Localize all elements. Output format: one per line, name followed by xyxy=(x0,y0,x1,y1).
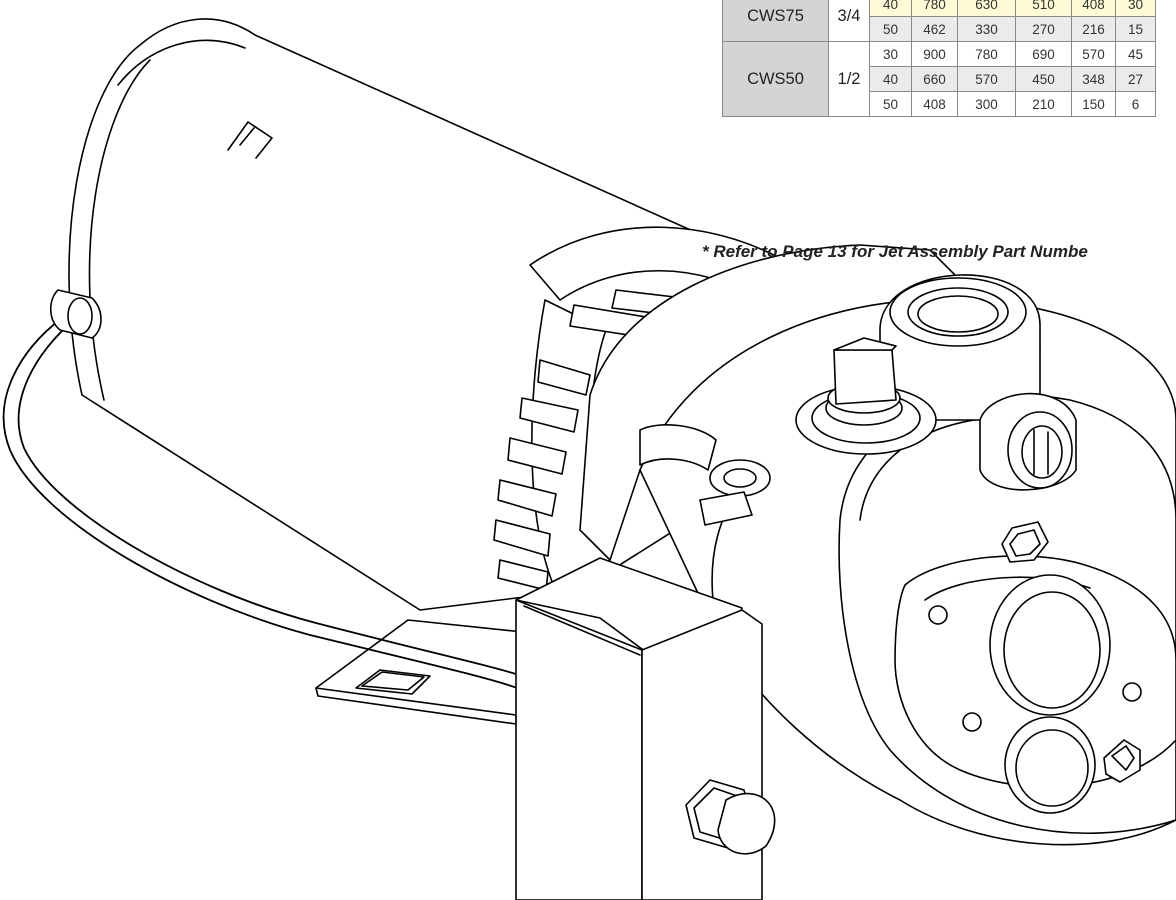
cable-gland xyxy=(686,780,775,854)
table-cell: 30 xyxy=(1115,0,1156,17)
casing-bolts xyxy=(1002,522,1140,782)
table-cell: 40 xyxy=(869,0,912,17)
hp-cell: 3/4 xyxy=(828,0,870,42)
table-cell: 210 xyxy=(1015,91,1072,117)
table-cell: 330 xyxy=(957,16,1016,42)
footnote: * Refer to Page 13 for Jet Assembly Part… xyxy=(702,242,1088,261)
table-cell: 408 xyxy=(911,91,958,117)
table-cell: 50 xyxy=(869,16,912,42)
table-cell: 570 xyxy=(1071,41,1116,67)
table-cell: 27 xyxy=(1115,66,1156,92)
table-cell: 50 xyxy=(869,91,912,117)
table-cell: 900 xyxy=(911,41,958,67)
table-cell: 45 xyxy=(1115,41,1156,67)
table-cell: 216 xyxy=(1071,16,1116,42)
table-cell: 150 xyxy=(1071,91,1116,117)
power-cord xyxy=(4,318,522,690)
table-cell: 450 xyxy=(1015,66,1072,92)
table-cell: 30 xyxy=(869,41,912,67)
table-cell: 780 xyxy=(957,41,1016,67)
gauge-port xyxy=(980,394,1076,490)
table-cell: 15 xyxy=(1115,16,1156,42)
model-cell: CWS50 xyxy=(722,41,829,117)
model-cell: CWS75 xyxy=(722,0,829,42)
top-inlet-boss xyxy=(880,275,1040,420)
shaft-coupling xyxy=(640,425,770,525)
table-cell: 660 xyxy=(911,66,958,92)
junction-box xyxy=(516,558,762,900)
cord-strain-relief xyxy=(51,290,101,338)
table-cell: 570 xyxy=(957,66,1016,92)
pump-ports xyxy=(990,575,1110,813)
table-cell: 462 xyxy=(911,16,958,42)
table-cell: 6 xyxy=(1115,91,1156,117)
table-cell: 780 xyxy=(911,0,958,17)
table-cell: 40 xyxy=(869,66,912,92)
table-cell: 348 xyxy=(1071,66,1116,92)
priming-plug xyxy=(796,338,936,454)
table-cell: 270 xyxy=(1015,16,1072,42)
hp-cell: 1/2 xyxy=(828,41,870,117)
